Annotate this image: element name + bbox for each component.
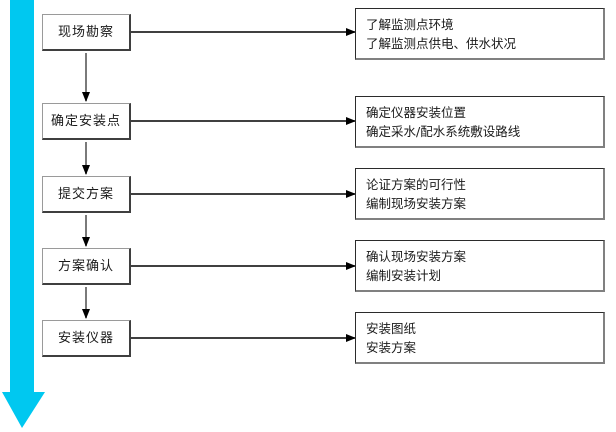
detail-box-confirm-plan[interactable]: 确认现场安装方案 编制安装计划	[355, 240, 605, 292]
stage-label-install-instrument: 安装仪器	[57, 330, 114, 346]
detail-line: 确定仪器安装位置	[366, 105, 467, 120]
detail-line: 论证方案的可行性	[366, 177, 467, 192]
stage-label-install-point: 确定安装点	[50, 113, 121, 129]
stage-label-confirm-plan: 方案确认	[57, 258, 114, 274]
detail-line: 安装方案	[366, 340, 417, 355]
process-direction-arrow	[2, 0, 45, 428]
detail-line: 了解监测点环境	[366, 17, 454, 32]
detail-box-submit-plan[interactable]: 论证方案的可行性 编制现场安装方案	[355, 168, 605, 220]
stage-box-survey[interactable]: 现场勘察	[42, 14, 131, 51]
stage-box-install-point[interactable]: 确定安装点	[42, 103, 131, 140]
stage-box-submit-plan[interactable]: 提交方案	[42, 176, 131, 213]
stage-label-submit-plan: 提交方案	[57, 186, 114, 202]
detail-line: 安装图纸	[366, 321, 417, 336]
down-arrow-icon	[2, 0, 45, 428]
stage-box-install-instrument[interactable]: 安装仪器	[42, 320, 131, 357]
stage-box-confirm-plan[interactable]: 方案确认	[42, 248, 131, 285]
detail-box-install-point[interactable]: 确定仪器安装位置 确定采水/配水系统敷设路线	[355, 96, 605, 148]
detail-line: 了解监测点供电、供水状况	[366, 36, 517, 51]
detail-line: 确认现场安装方案	[366, 249, 467, 264]
detail-line: 编制现场安装方案	[366, 196, 467, 211]
detail-box-survey[interactable]: 了解监测点环境 了解监测点供电、供水状况	[355, 8, 605, 60]
detail-box-install-instrument[interactable]: 安装图纸 安装方案	[355, 312, 605, 364]
detail-line: 编制安装计划	[366, 268, 442, 283]
detail-line: 确定采水/配水系统敷设路线	[366, 124, 521, 139]
stage-label-survey: 现场勘察	[57, 24, 114, 40]
